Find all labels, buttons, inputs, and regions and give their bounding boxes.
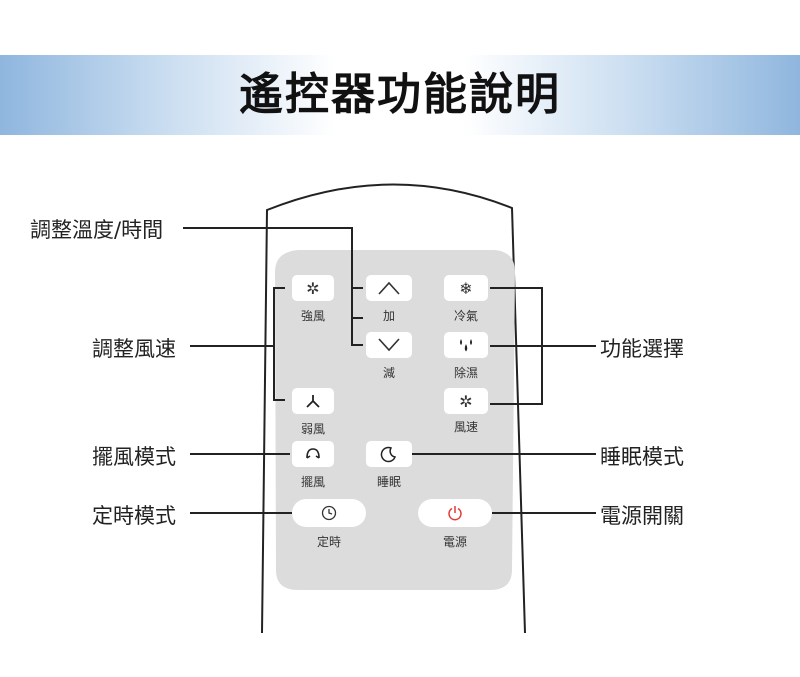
chevron-up-icon [378, 281, 400, 295]
clock-icon [321, 505, 337, 521]
up-button[interactable] [366, 275, 412, 301]
swing-label: 擺風 [300, 475, 325, 489]
fan-icon: ✲ [459, 391, 473, 411]
snowflake-icon: ❄ [459, 278, 473, 298]
timer-label: 定時 [316, 535, 341, 549]
sleep-button[interactable] [366, 441, 412, 467]
power-icon [448, 506, 462, 521]
callout-power: 電源開關 [600, 504, 684, 528]
strong-wind-button[interactable]: ✲ [292, 275, 334, 301]
power-button[interactable] [418, 499, 492, 527]
swing-button[interactable] [292, 441, 334, 467]
fan-speed-label: 風速 [453, 420, 478, 434]
up-label: 加 [382, 309, 395, 323]
down-button[interactable] [366, 332, 412, 358]
page-title: 遙控器功能說明 [239, 69, 561, 120]
chevron-down-icon [378, 338, 400, 352]
fan-speed-button[interactable]: ✲ [444, 388, 488, 414]
dehumidify-label: 除濕 [453, 366, 478, 380]
leader-temp-time [183, 227, 363, 346]
leader-fan-speed [190, 287, 285, 401]
strong-wind-label: 強風 [300, 309, 325, 323]
leader-function [490, 287, 596, 405]
title-banner: 遙控器功能說明 [0, 55, 800, 135]
callout-timer-mode: 定時模式 [92, 504, 176, 528]
down-label: 減 [382, 366, 395, 380]
timer-button[interactable] [292, 499, 366, 527]
sleep-label: 睡眠 [376, 475, 401, 489]
callout-function-select: 功能選擇 [600, 337, 684, 361]
cool-button[interactable]: ❄ [444, 275, 488, 301]
callout-temp-time: 調整溫度/時間 [30, 218, 164, 242]
callout-fan-speed: 調整風速 [92, 337, 176, 361]
weak-wind-label: 弱風 [300, 422, 325, 436]
droplets-icon [460, 339, 472, 352]
dehumidify-button[interactable] [444, 332, 488, 358]
callout-sleep-mode: 睡眠模式 [600, 445, 684, 469]
swing-icon [306, 448, 320, 459]
fan-icon: ✲ [306, 278, 320, 298]
callout-swing-mode: 擺風模式 [92, 445, 176, 469]
power-label: 電源 [442, 535, 467, 549]
weak-wind-button[interactable] [292, 388, 334, 414]
weak-fan-icon [306, 395, 320, 408]
moon-icon [380, 446, 397, 463]
remote-outline [261, 183, 526, 634]
cool-label: 冷氣 [453, 309, 478, 323]
